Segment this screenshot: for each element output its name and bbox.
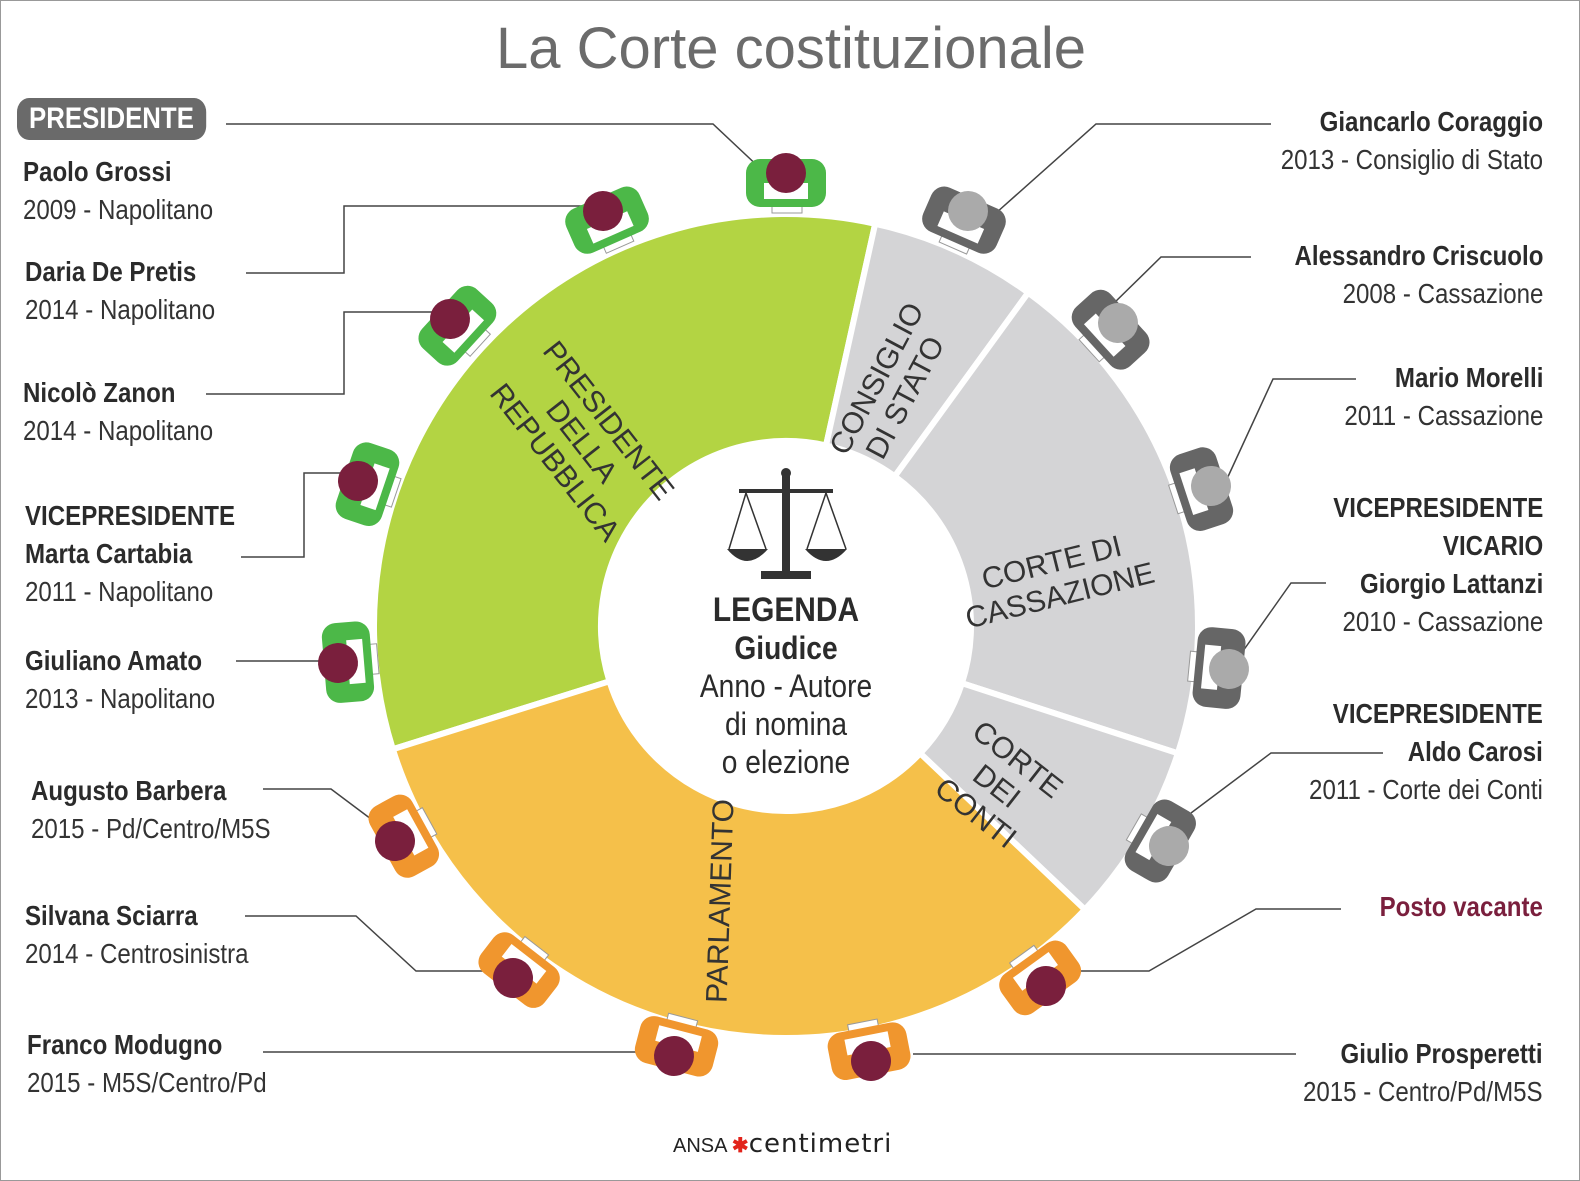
leader-line bbox=[1110, 256, 1251, 307]
sector-presidente bbox=[371, 211, 879, 753]
page-title: La Corte costituzionale bbox=[496, 16, 1086, 81]
judge-seat-figure bbox=[368, 794, 440, 878]
legend-line: o elezione bbox=[721, 744, 851, 780]
segment-label-parlamento: PARLAMENTO bbox=[700, 798, 741, 1004]
leader-line bbox=[206, 311, 433, 395]
judge-seat-figure bbox=[478, 932, 560, 1008]
leader-line bbox=[241, 472, 341, 558]
leader-line bbox=[226, 123, 764, 172]
legend-judge: Giudice bbox=[734, 630, 838, 666]
leader-line bbox=[1225, 378, 1356, 482]
legend-title: LEGENDA bbox=[712, 591, 860, 629]
judge-seat-figure bbox=[1124, 799, 1196, 883]
leader-line bbox=[245, 915, 496, 972]
judge-seat-figure bbox=[1167, 447, 1234, 531]
judge-seat-figure bbox=[418, 285, 497, 366]
leader-line bbox=[995, 123, 1271, 214]
scales-of-justice-icon bbox=[727, 468, 847, 579]
vacant-seat-label: Posto vacante bbox=[1379, 891, 1543, 922]
leader-line bbox=[246, 205, 586, 274]
judge-seat-figure bbox=[999, 940, 1082, 1016]
legend-line: Anno - Autore bbox=[699, 668, 873, 704]
legend-line: di nomina bbox=[724, 706, 848, 742]
judge-seat-figure bbox=[1071, 289, 1150, 370]
sector-cassazione bbox=[890, 288, 1201, 758]
president-badge: PRESIDENTE bbox=[17, 98, 206, 140]
leader-line bbox=[1190, 752, 1383, 814]
judge-seat-figure bbox=[922, 186, 1006, 255]
leader-line bbox=[263, 788, 380, 826]
judge-seat-figure bbox=[746, 153, 826, 214]
judge-seat-figure bbox=[565, 186, 649, 254]
legend-circle bbox=[613, 453, 959, 799]
judge-seat-figure bbox=[335, 442, 402, 527]
legend: LEGENDA Giudice Anno - Autore di nomina … bbox=[632, 591, 940, 781]
leader-line bbox=[1242, 582, 1326, 652]
judge-seat-figure bbox=[827, 1018, 911, 1081]
leader-line bbox=[1081, 908, 1341, 972]
credit-logo: ANSA ✱centimetri bbox=[673, 1129, 893, 1159]
judge-seat-figure bbox=[1187, 627, 1249, 709]
judge-seat-figure bbox=[318, 621, 380, 703]
judge-seat-figure bbox=[634, 1012, 719, 1077]
